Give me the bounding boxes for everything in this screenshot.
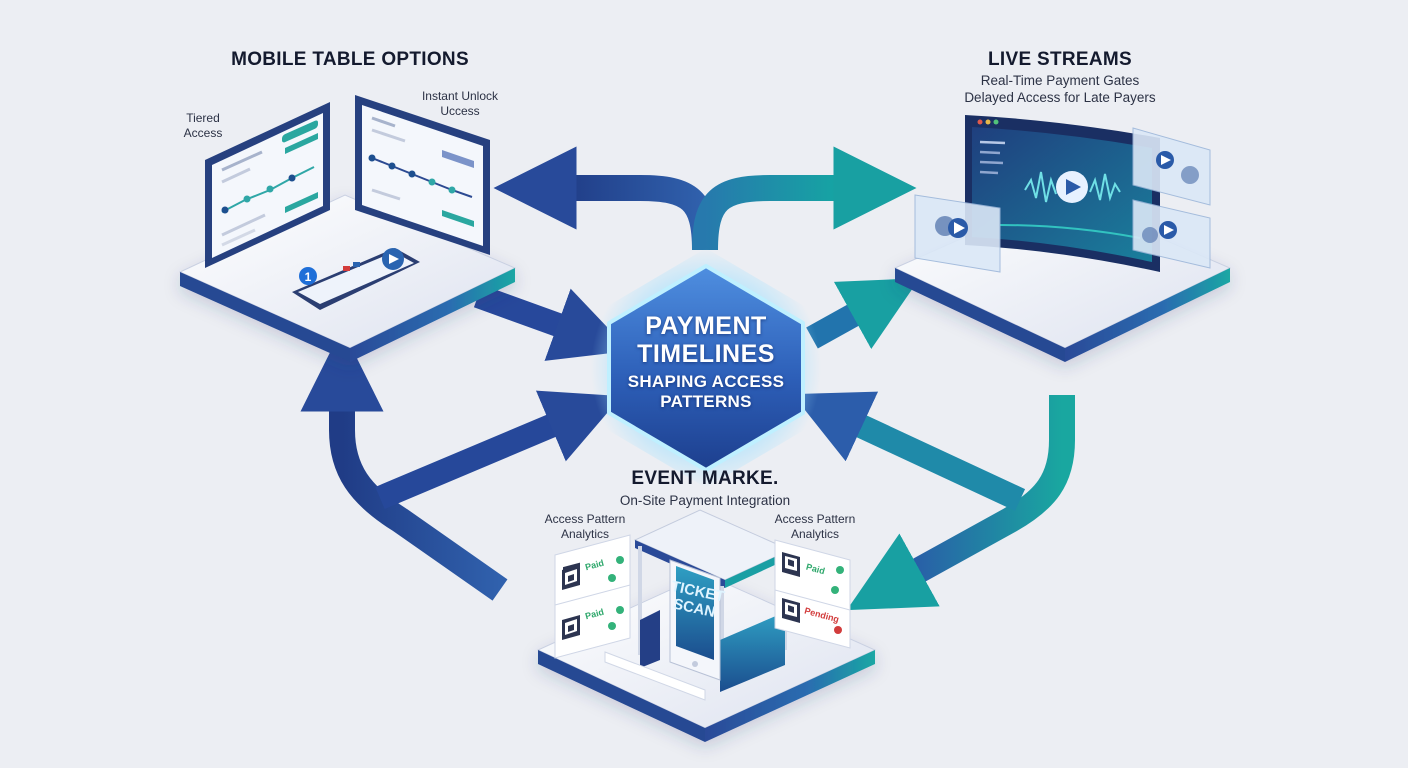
left-analytics-label: Access Pattern Analytics: [530, 512, 640, 542]
event-subtitle: On-Site Payment Integration: [619, 493, 791, 508]
tiered-access-line1: Tiered: [186, 111, 220, 125]
left-analytics-line2: Analytics: [560, 527, 610, 541]
qr-card-right-bottom: [774, 589, 851, 649]
arrow-hub-to-mobile-top: [493, 146, 718, 251]
right-analytics-line2: Analytics: [790, 527, 840, 541]
event-booth: [604, 509, 792, 701]
live-title: LIVE STREAMS: [987, 49, 1132, 70]
live-subtitle: Real-Time Payment Gates Delayed Access f…: [930, 72, 1190, 106]
live-stream-monitor: [965, 115, 1160, 272]
svg-text:1: 1: [305, 270, 312, 284]
arrows: [300, 146, 1075, 611]
hub-title-line1: PAYMENT: [645, 312, 767, 340]
hub-title-line2: TIMELINES: [637, 340, 775, 368]
arrow-left-to-hub: [375, 390, 622, 510]
stream-card-left: [914, 194, 1001, 273]
stream-card-top-right: [1132, 127, 1211, 206]
tiered-access-line2: Access: [183, 126, 223, 140]
live-subtitle-line2: Delayed Access for Late Payers: [964, 90, 1156, 105]
arrow-live-to-event: [846, 395, 1075, 611]
hub-label: PAYMENT TIMELINES SHAPING ACCESS PATTERN…: [606, 312, 806, 412]
instant-unlock-line2: Uccess: [440, 104, 480, 118]
instant-unlock-tablet: [355, 95, 490, 255]
arrow-hub-to-live-top: [692, 146, 917, 251]
instant-unlock-line1: Instant Unlock: [421, 89, 499, 103]
hub-subtitle-line2: PATTERNS: [660, 392, 752, 411]
live-subtitle-line1: Real-Time Payment Gates: [980, 73, 1140, 88]
stream-card-bottom-right: [1132, 199, 1211, 269]
hub-subtitle-line1: SHAPING ACCESS: [627, 372, 785, 391]
payment-hub: [590, 248, 822, 488]
event-title: EVENT MARKE.: [631, 468, 779, 489]
right-analytics-label: Access Pattern Analytics: [760, 512, 870, 542]
tiered-access-label: Tiered Access: [168, 111, 238, 141]
notification-badge: [299, 267, 317, 285]
arrow-right-to-hub: [792, 391, 1026, 511]
mobile-phone: 1: [292, 248, 420, 310]
mobile-title: MOBILE TABLE OPTIONS: [231, 49, 469, 70]
instant-unlock-label: Instant Unlock Uccess: [405, 89, 515, 119]
left-analytics-line1: Access Pattern: [544, 512, 626, 526]
arrow-event-to-mobile: [300, 328, 508, 601]
qr-card-left-bottom: [554, 584, 631, 659]
arrow-mobile-to-hub: [473, 284, 630, 361]
tiered-access-tablet: [205, 102, 330, 268]
right-analytics-line1: Access Pattern: [774, 512, 856, 526]
